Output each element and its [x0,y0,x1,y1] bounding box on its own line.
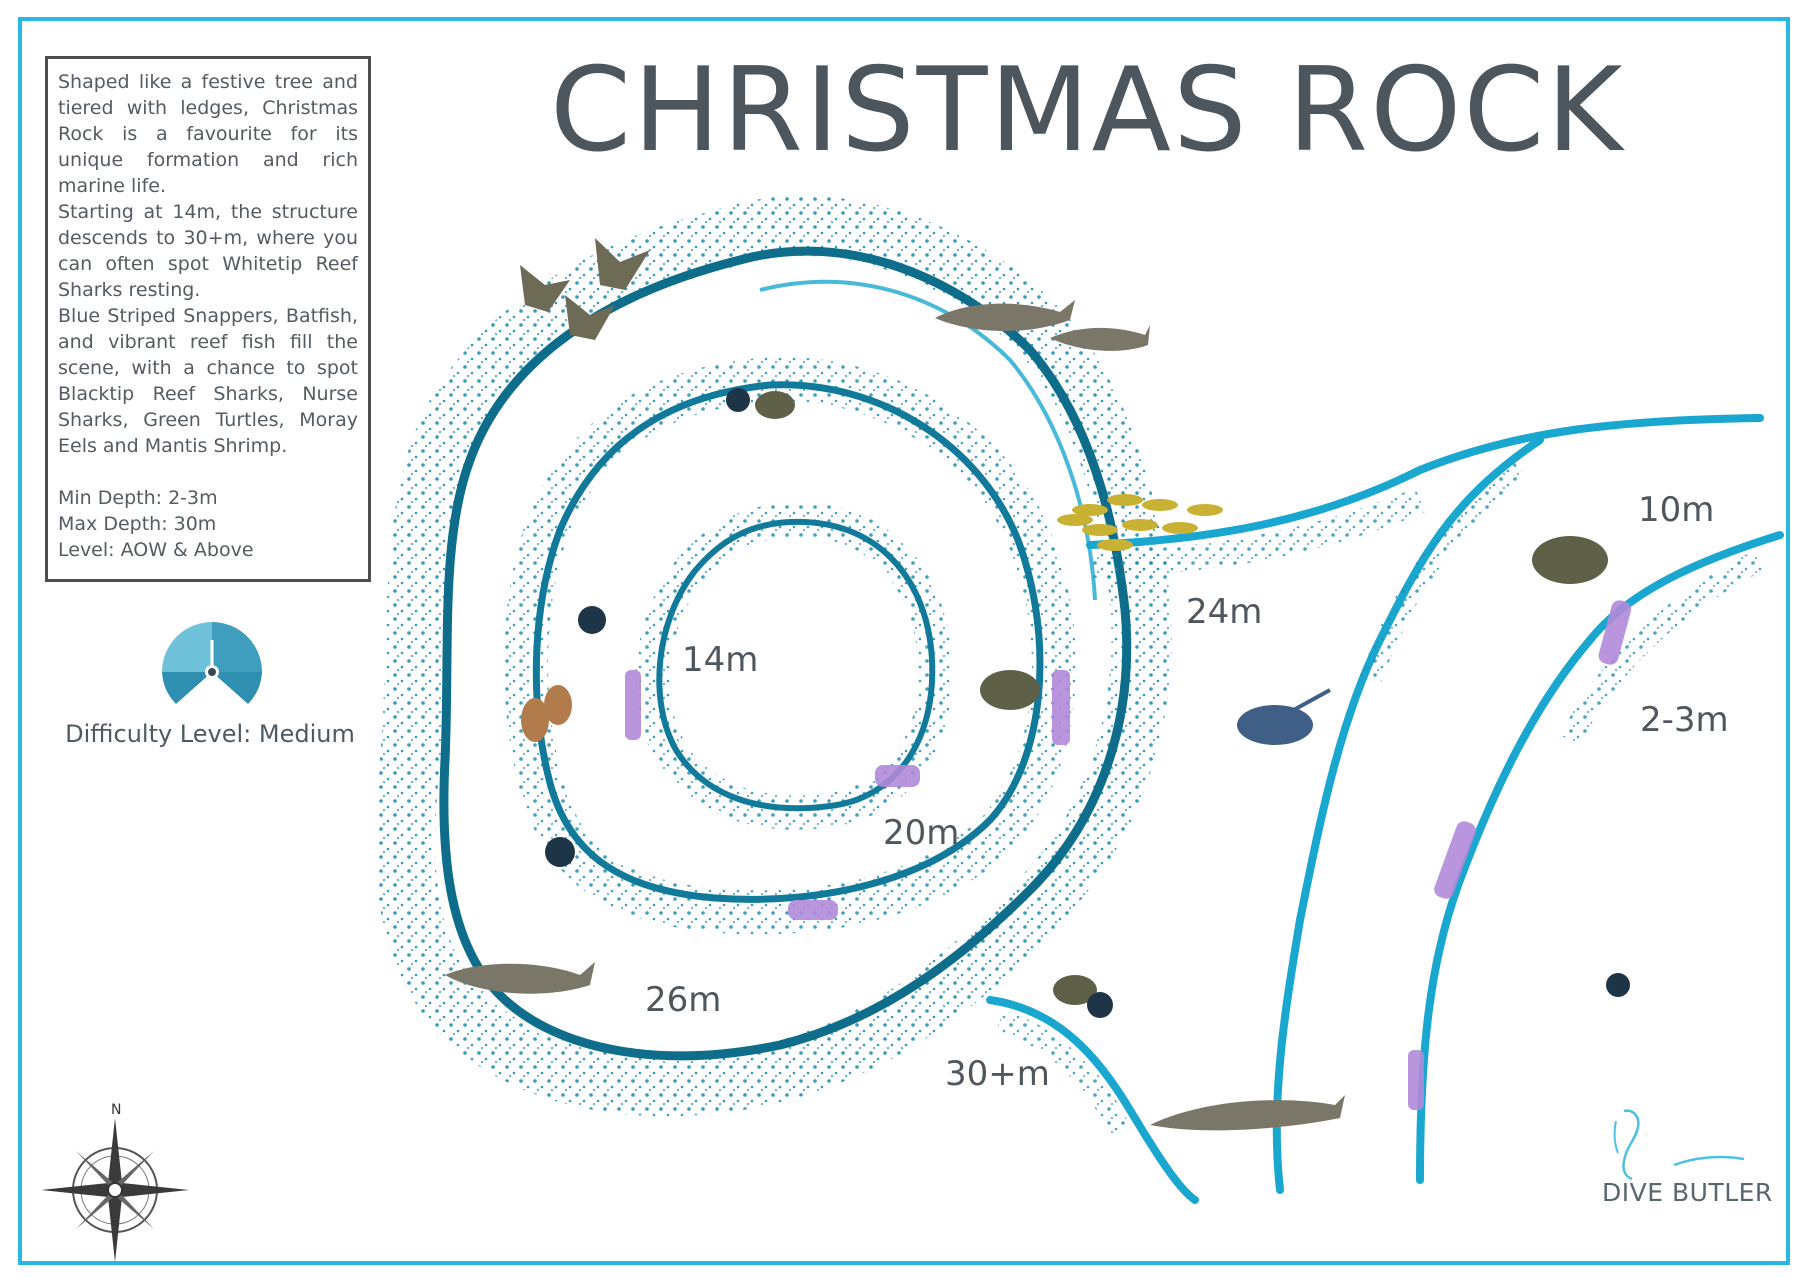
compass-rose-icon: N [41,1102,189,1262]
page-title: CHRISTMAS ROCK [550,43,1625,178]
max-depth: Max Depth: 30m [58,513,217,535]
contour-26m [439,246,1132,1061]
whitetip-shark-icon [935,300,1150,351]
depth-stats: Min Depth: 2-3m Max Depth: 30m Level: AO… [58,485,358,563]
batfish-icon [521,685,572,742]
stingray-icon [1237,688,1331,745]
depth-label-2-3m: 2-3m [1640,700,1729,740]
difficulty-gauge-icon [162,622,262,704]
soft-coral-icon [625,600,1632,1110]
depth-label-20m: 20m [883,813,960,853]
description-paragraph: Blue Striped Snappers, Batfish, and vibr… [58,305,358,457]
sea-fan-icon [545,388,1630,1018]
ridge-line-2-3m [1416,531,1784,1184]
level: Level: AOW & Above [58,539,254,561]
difficulty-label: Difficulty Level: Medium [65,720,355,748]
depth-label-30m: 30+m [945,1054,1050,1094]
ridge-line-24m [1086,414,1764,549]
description-paragraph: Starting at 14m, the structure descends … [58,201,358,301]
contour-14m [656,518,936,812]
contour-20m [532,381,1044,903]
whitetip-shark-lower-icon [445,962,1345,1131]
map-frame [18,17,1790,1265]
logo-text: DIVE BUTLER [1602,1178,1773,1207]
green-turtle-icon [755,391,1608,1005]
description-paragraph: Shaped like a festive tree and tiered wi… [58,71,358,197]
depth-label-24m: 24m [1186,592,1263,632]
site-description-box: Shaped like a festive tree and tiered wi… [45,56,371,582]
ridge-line-30m [986,996,1199,1204]
reef-halo-outer [375,195,1172,1117]
depth-label-26m: 26m [645,980,722,1020]
compass-north-label: N [111,1102,121,1118]
dive-butler-logo-icon [1613,1109,1745,1181]
depth-label-10m: 10m [1638,490,1715,530]
eagle-ray-icon [520,238,650,340]
depth-label-14m: 14m [682,640,759,680]
min-depth: Min Depth: 2-3m [58,487,218,509]
snapper-school-icon [1057,494,1223,551]
reef-halo-middle [504,357,1076,935]
